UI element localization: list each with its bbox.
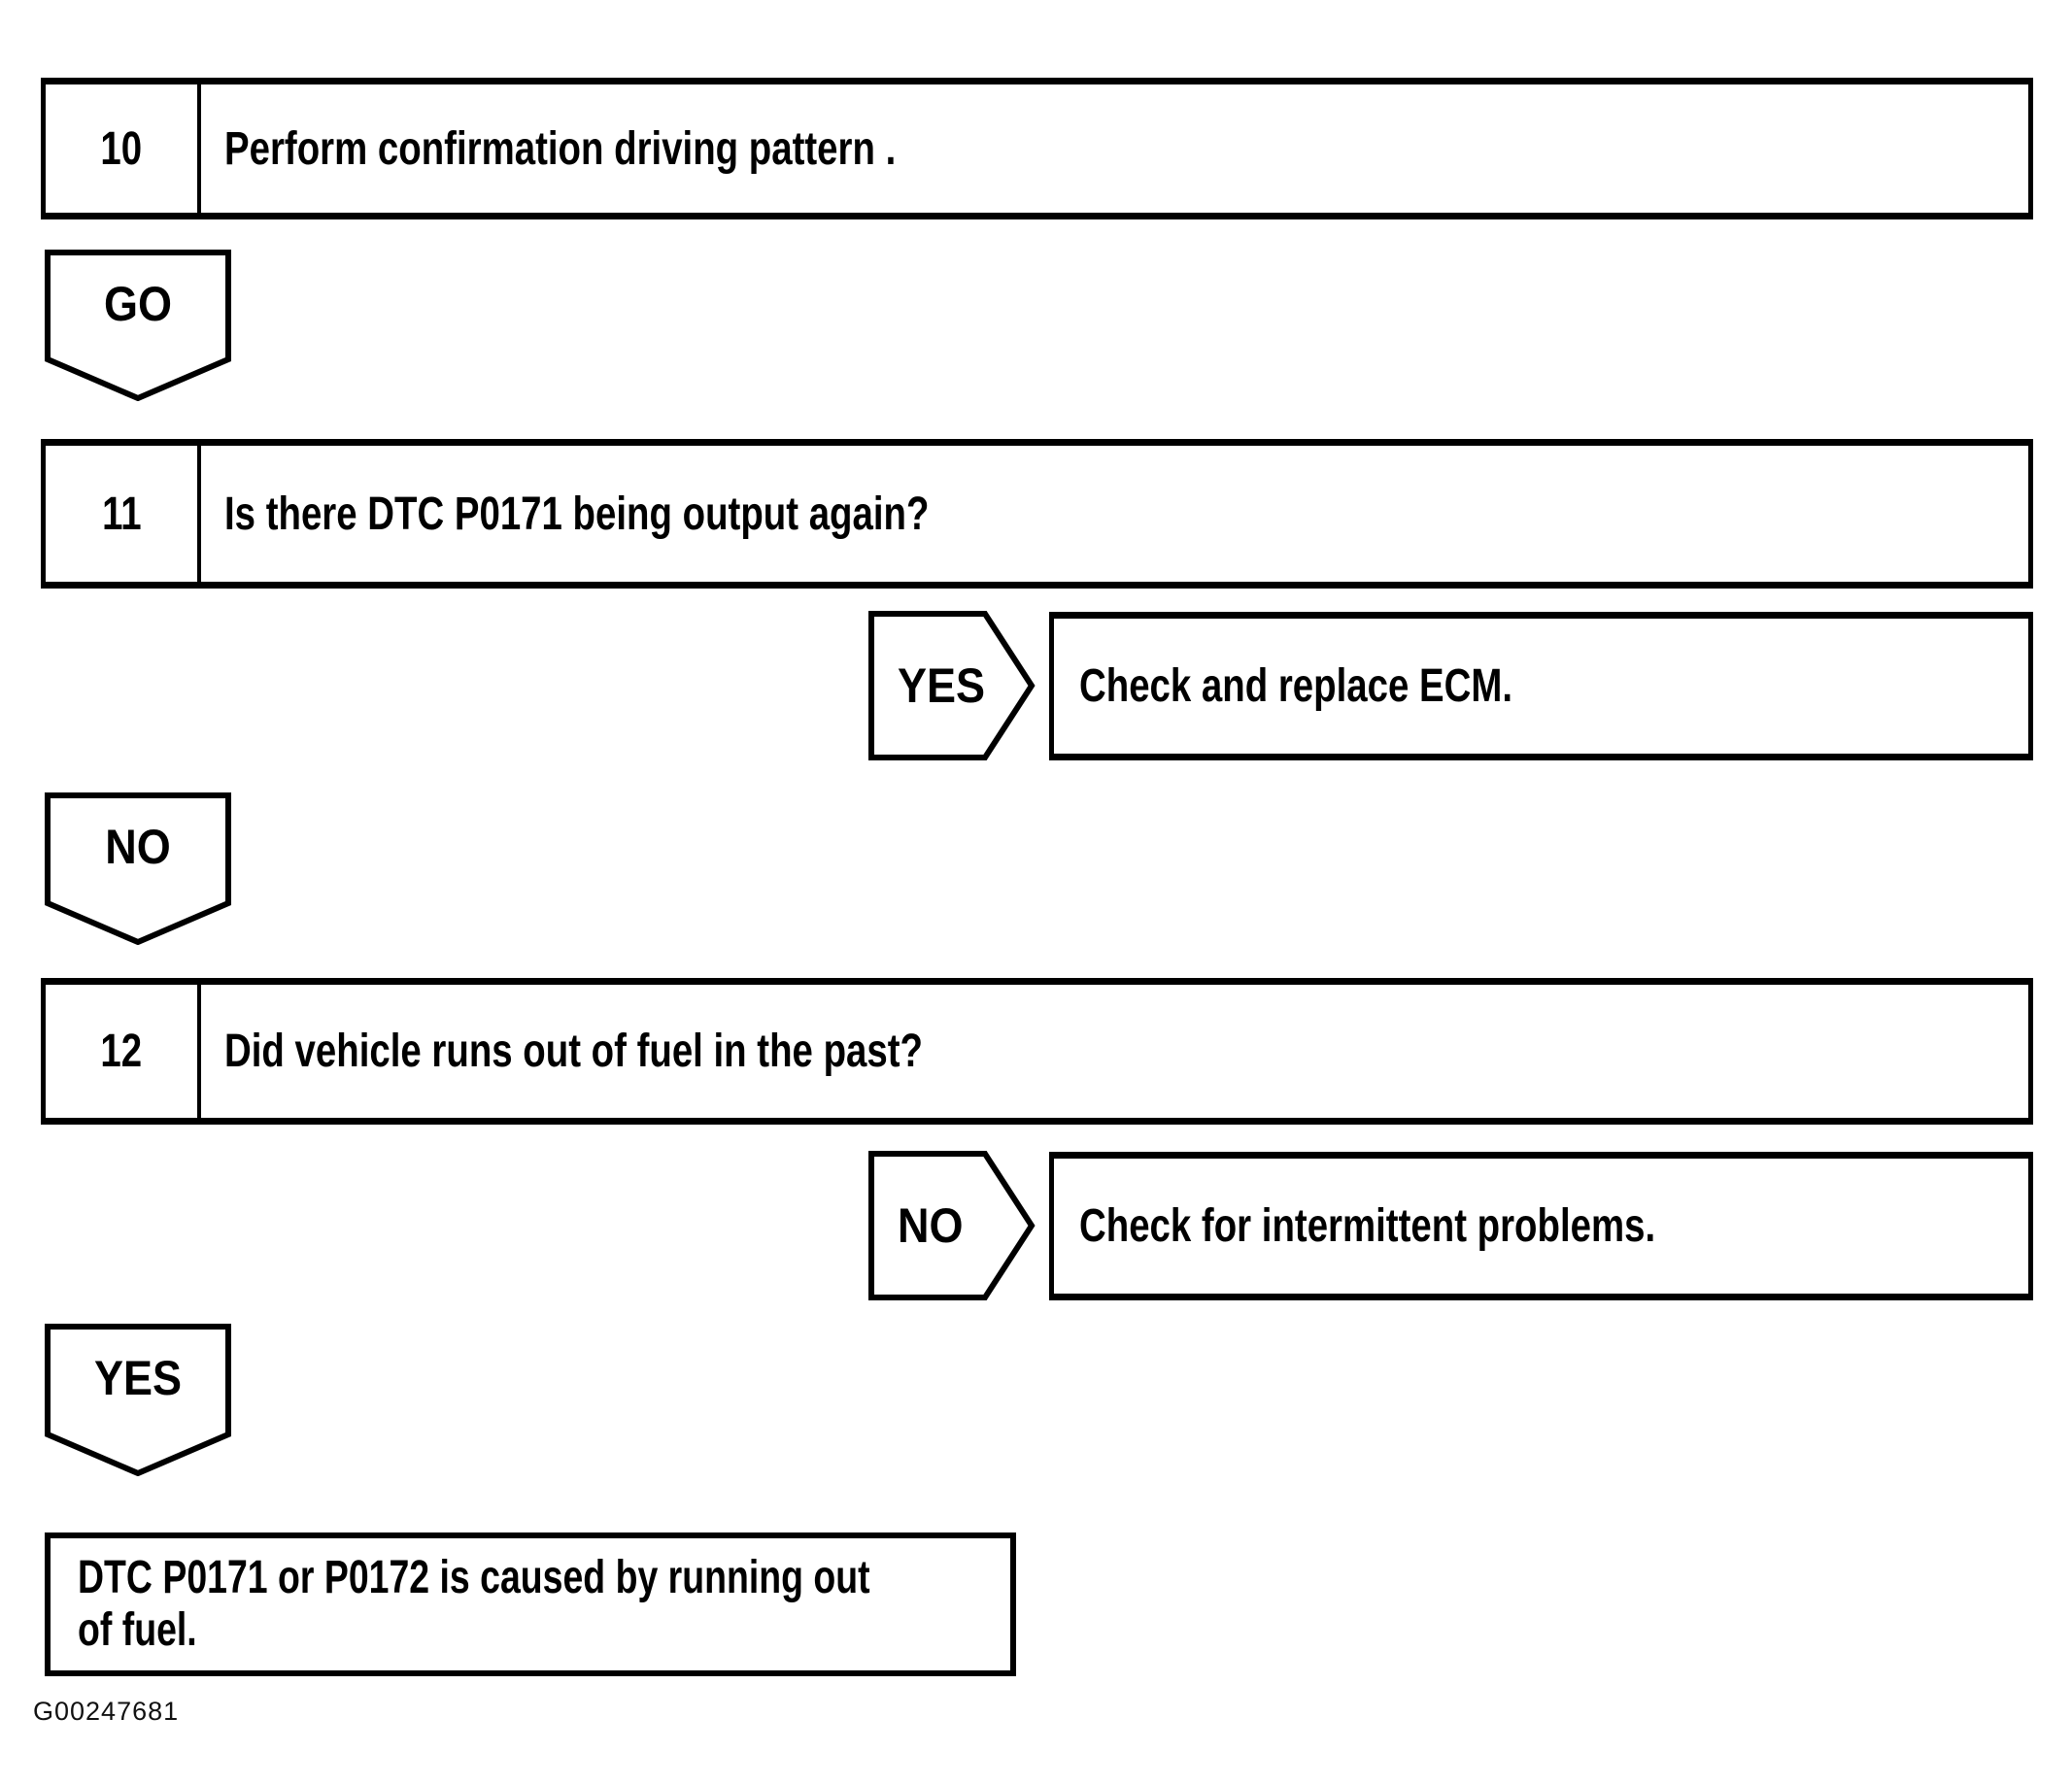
arrow-pentagon-down-icon (45, 250, 231, 401)
arrow-pentagon-down-icon (45, 1324, 231, 1476)
connector-go: GO (45, 250, 231, 401)
arrow-pentagon-right-icon (868, 1151, 1036, 1300)
connector-no-after-11-label: NO (105, 820, 171, 874)
step-number-12-text: 12 (100, 1026, 143, 1077)
step-question-12: Did vehicle runs out of fuel in the past… (201, 985, 2028, 1118)
step-number-11-text: 11 (101, 488, 142, 540)
arrow-pentagon-down-icon (45, 792, 231, 945)
connector-no-after-11: NO (45, 792, 231, 945)
connector-yes-to-ecm: YES (868, 611, 1036, 760)
connector-go-label: GO (103, 277, 173, 331)
conclusion-box: DTC P0171 or P0172 is caused by running … (45, 1532, 1016, 1676)
step-question-10: Perform confirmation driving pattern . (201, 84, 2028, 213)
step-question-12-text: Did vehicle runs out of fuel in the past… (224, 1026, 923, 1077)
step-box-11: 11 Is there DTC P0171 being output again… (41, 439, 2033, 589)
step-number-11: 11 (46, 446, 201, 582)
connector-no-to-intermittent: NO (868, 1151, 1036, 1300)
figure-id: G00247681 (33, 1697, 180, 1726)
connector-yes-after-12-label: YES (93, 1351, 183, 1405)
result-box-intermittent: Check for intermittent problems. (1049, 1152, 2033, 1300)
step-question-10-text: Perform confirmation driving pattern . (224, 122, 897, 175)
connector-yes-after-12: YES (45, 1324, 231, 1476)
arrow-pentagon-right-icon (868, 611, 1036, 760)
step-number-12: 12 (46, 985, 201, 1118)
result-box-ecm: Check and replace ECM. (1049, 612, 2033, 760)
connector-yes-to-ecm-label: YES (898, 658, 986, 713)
step-number-10: 10 (46, 84, 201, 213)
step-box-10: 10 Perform confirmation driving pattern … (41, 78, 2033, 219)
conclusion-line-2: of fuel. (78, 1604, 197, 1656)
conclusion-line-1: DTC P0171 or P0172 is caused by running … (78, 1552, 870, 1603)
step-question-11-text: Is there DTC P0171 being output again? (224, 488, 930, 540)
step-box-12: 12 Did vehicle runs out of fuel in the p… (41, 978, 2033, 1125)
connector-no-to-intermittent-label: NO (898, 1198, 964, 1253)
result-box-ecm-text: Check and replace ECM. (1079, 660, 1513, 712)
step-question-11: Is there DTC P0171 being output again? (201, 446, 2028, 582)
result-box-intermittent-text: Check for intermittent problems. (1079, 1200, 1656, 1252)
step-number-10-text: 10 (100, 122, 143, 175)
